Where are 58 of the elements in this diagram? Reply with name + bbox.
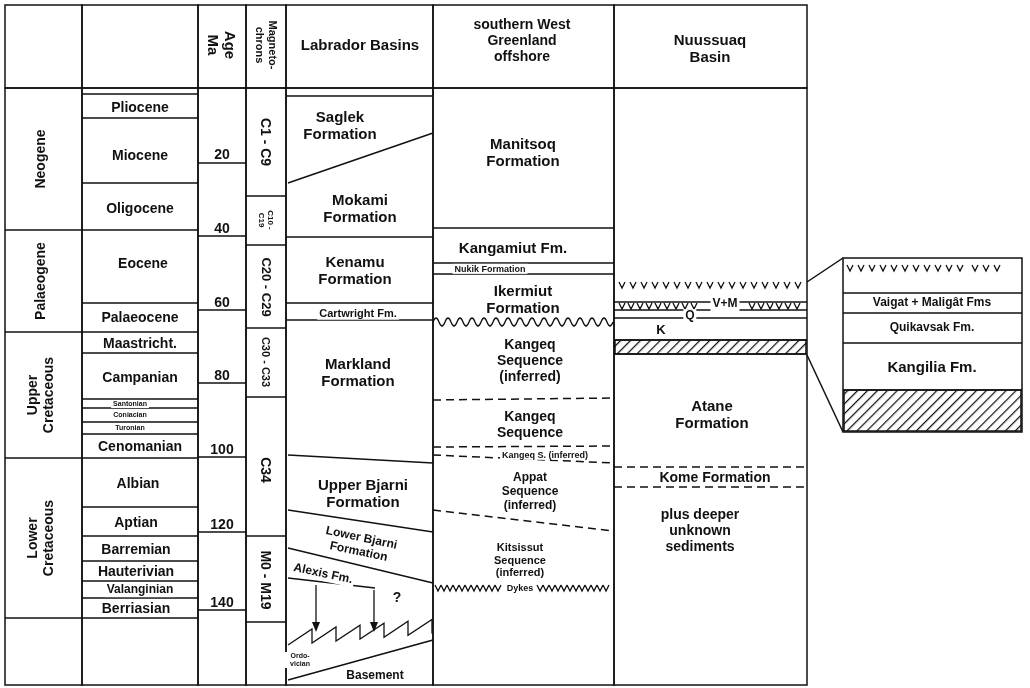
- formation-label: Kenamu Formation: [317, 252, 393, 288]
- formation-label: Markland Formation: [320, 354, 396, 390]
- period-label: Neogene: [31, 129, 49, 189]
- stage-label: Campanian: [102, 368, 178, 386]
- formation-label: Kangamiut Fm.: [458, 239, 568, 257]
- formation-label: Upper Bjarni Formation: [317, 475, 409, 511]
- formation-label: Nukik Formation: [452, 263, 528, 275]
- epoch-label: Miocene: [112, 146, 168, 164]
- age-tick-label: 40: [214, 219, 230, 237]
- stage-label: Maastricht.: [103, 334, 177, 352]
- age-tick-label: 80: [214, 366, 230, 384]
- formation-label: Kangeq S. (inferred): [500, 449, 590, 461]
- question-mark: ?: [392, 588, 402, 606]
- formation-label: V+M: [710, 297, 740, 311]
- stage-label: Berriasian: [101, 599, 171, 617]
- magnetochron-label: C20 - C29: [258, 257, 274, 317]
- formation-label: Cartwright Fm.: [317, 306, 399, 320]
- formation-label: Quikavsak Fm.: [887, 321, 977, 335]
- age-tick-label: 120: [210, 515, 234, 533]
- epoch-label: Eocene: [118, 254, 168, 272]
- formation-label: Kangeq Sequence: [495, 407, 565, 441]
- age-tick-label: 20: [214, 145, 230, 163]
- stage-label: Valanginian: [104, 583, 176, 597]
- formation-label: Manitsoq Formation: [485, 134, 561, 170]
- formation-label: Saglek Formation: [302, 107, 378, 143]
- formation-label: Vaigat + Maligât Fms: [870, 296, 994, 310]
- epoch-label: Palaeocene: [101, 308, 179, 326]
- formation-label: Kangilia Fm.: [887, 358, 977, 376]
- formation-label: Mokami Formation: [322, 190, 398, 226]
- age-tick-label: 60: [214, 293, 230, 311]
- formation-label: Ikermiut Formation: [485, 281, 561, 317]
- stage-label: Hauterivian: [97, 562, 175, 580]
- magnetochron-label: C30 - C33: [259, 334, 273, 390]
- stage-label: Barremian: [101, 540, 171, 558]
- epoch-label: Pliocene: [111, 98, 169, 116]
- magnetochron-label: C34: [257, 457, 275, 483]
- column-header: Nuussuaq Basin: [672, 30, 748, 66]
- column-header: southern West Greenland offshore: [472, 15, 572, 65]
- age-tick-label: 140: [210, 593, 234, 611]
- age-tick-label: 100: [210, 440, 234, 458]
- formation-label: Dykes: [504, 582, 536, 594]
- period-label: Palaeogene: [31, 242, 49, 320]
- period-label: Upper Cretaceous: [23, 355, 57, 436]
- formation-label: Atane Formation: [674, 396, 750, 432]
- formation-label: Q: [683, 309, 697, 323]
- formation-label: Kangeq Sequence (inferred): [495, 335, 565, 385]
- column-header: Labrador Basins: [300, 36, 420, 54]
- stage-label: Albian: [116, 474, 160, 492]
- magnetochron-label: C1 - C9: [257, 117, 275, 167]
- stage-label: Cenomanian: [98, 437, 182, 455]
- epoch-label: Oligocene: [106, 199, 174, 217]
- formation-label: plus deeper unknown sediments: [659, 505, 741, 555]
- stage-label: Aptian: [114, 513, 158, 531]
- magnetochron-label: M0 - M19: [257, 550, 275, 610]
- formation-label: Kome Formation: [659, 468, 771, 486]
- period-label: Lower Cretaceous: [23, 498, 57, 579]
- formation-label: K: [656, 322, 666, 338]
- column-header: Age Ma: [204, 29, 240, 62]
